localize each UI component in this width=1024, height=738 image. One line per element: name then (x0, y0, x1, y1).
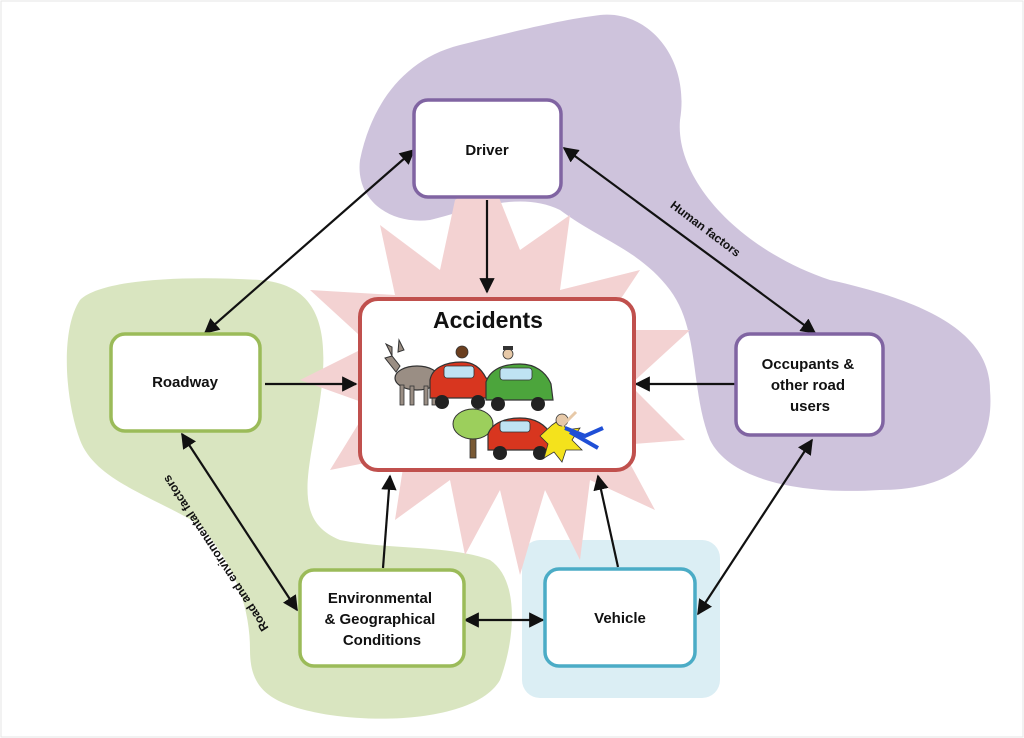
occupants-label-line-1: Occupants & (762, 356, 855, 373)
pedestrian-icon (539, 410, 604, 463)
accident-illustration (384, 338, 604, 463)
environmental-node: Environmental & Geographical Conditions (298, 568, 466, 668)
roadway-label: Roadway (152, 374, 219, 391)
arrow-environmental-to-accidents (381, 474, 397, 569)
occupants-label-line-3: users (790, 398, 830, 415)
arrow-occupants-vehicle (697, 438, 813, 616)
arrow-driver-roadway (203, 148, 416, 335)
environmental-label: Environmental & Geographical Conditions (324, 590, 439, 649)
driver-node: Driver (412, 98, 563, 199)
environmental-label-line-1: Environmental (328, 590, 432, 607)
vehicle-label: Vehicle (594, 610, 646, 627)
accidents-title: Accidents (433, 307, 543, 333)
arrow-driver-occupants (562, 147, 817, 334)
environmental-label-line-3: Conditions (343, 632, 421, 649)
arrow-vehicle-to-accidents (593, 474, 620, 568)
red-car-icon-bottom (487, 417, 557, 460)
red-car-icon (429, 345, 493, 409)
environmental-label-line-2: & Geographical (324, 611, 435, 628)
tree-icon (452, 408, 494, 459)
occupants-label: Occupants & other road users (762, 356, 859, 415)
accidents-node: Accidents (358, 297, 636, 472)
arrows (181, 147, 817, 628)
roadway-node: Roadway (109, 332, 262, 433)
vehicle-node: Vehicle (543, 567, 697, 668)
green-car-icon (485, 346, 554, 411)
occupants-node: Occupants & other road users (734, 332, 885, 437)
arrow-roadway-environmental (181, 432, 298, 612)
driver-label: Driver (465, 142, 509, 159)
occupants-label-line-2: other road (771, 377, 845, 394)
